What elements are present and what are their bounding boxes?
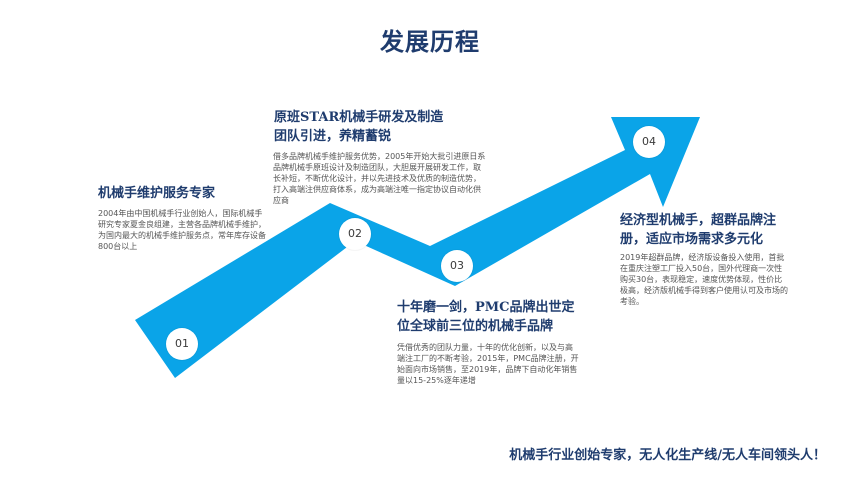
milestone-badge-03: 03 — [441, 250, 473, 282]
milestone-body-02: 借多品牌机械手维护服务优势，2005年开始大批引进原日系品牌机械手原班设计及制造… — [273, 152, 486, 205]
growth-arrow-shape — [135, 117, 700, 378]
slogan: 机械手行业创始专家，无人化生产线/无人车间领头人！ — [509, 448, 826, 463]
milestone-body-04: 2019年超群品牌，经济版设备投入使用，首批在重庆注塑工厂投入50台，国外代理商… — [620, 253, 788, 306]
milestone-heading-03: 十年磨一剑，PMC品牌出世定位全球前三位的机械手品牌 — [397, 300, 575, 334]
milestone-badge-01: 01 — [166, 328, 198, 360]
milestone-badge-02: 02 — [339, 218, 371, 250]
milestone-body-01: 2004年由中国机械手行业创始人，国际机械手研究专家夏金良组建，主营各品牌机械手… — [98, 209, 266, 251]
milestone-body-03: 凭借优秀的团队力量，十年的优化创新，以及与高端注工厂的不断考验，2015年，PM… — [397, 343, 579, 385]
page-title: 发展历程 — [380, 28, 480, 56]
milestone-heading-02: 原班STAR机械手研发及制造团队引进，养精蓄锐 — [274, 110, 444, 144]
milestone-badge-04: 04 — [633, 126, 665, 158]
milestone-heading-04: 经济型机械手，超群品牌注册，适应市场需求多元化 — [620, 213, 777, 247]
milestone-heading-01: 机械手维护服务专家 — [98, 186, 216, 201]
